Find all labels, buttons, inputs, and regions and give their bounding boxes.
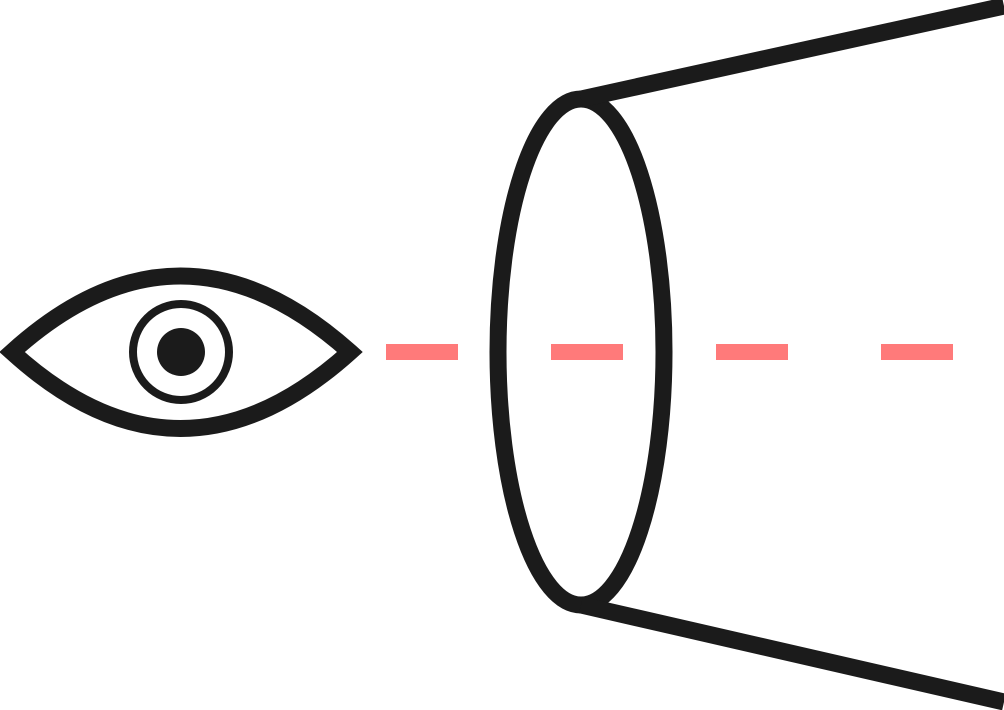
frustum-top-edge	[579, 0, 1004, 108]
eye-icon	[0, 267, 363, 437]
eye-outline	[0, 267, 363, 437]
frustum-bottom-edge	[579, 596, 1004, 710]
eye-iris	[129, 300, 233, 404]
eye-pupil	[157, 328, 205, 376]
view-frustum-icon	[489, 0, 1004, 710]
